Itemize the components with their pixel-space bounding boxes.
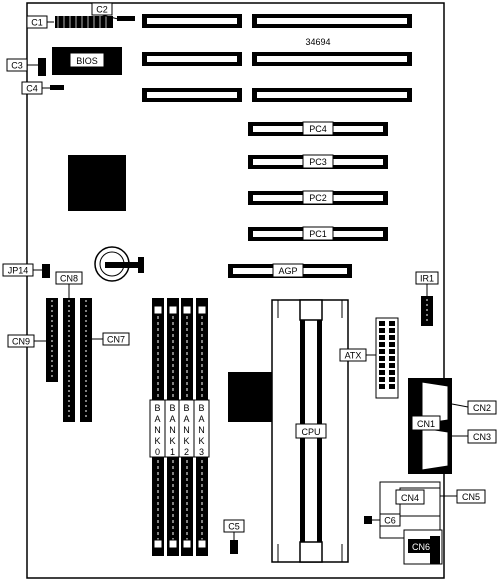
c2-label: C2 bbox=[96, 5, 108, 15]
c4-callout: C4 bbox=[21, 81, 64, 95]
pci-slot-pc3: PC3 bbox=[248, 154, 388, 169]
battery bbox=[94, 246, 144, 282]
svg-text:A: A bbox=[198, 414, 204, 424]
cn2-callout: CN2 bbox=[451, 400, 497, 415]
svg-text:K: K bbox=[183, 436, 189, 446]
pci-slot-pc4: PC4 bbox=[248, 121, 388, 136]
cn4-label: CN4 bbox=[401, 493, 419, 503]
ir1-callout: IR1 bbox=[415, 271, 439, 326]
cn7-header bbox=[80, 298, 92, 422]
svg-text:2: 2 bbox=[184, 447, 189, 457]
atx-label: ATX bbox=[345, 351, 362, 361]
svg-text:A: A bbox=[183, 414, 189, 424]
isa-slots bbox=[142, 14, 412, 102]
svg-text:K: K bbox=[154, 436, 160, 446]
svg-text:1: 1 bbox=[170, 447, 175, 457]
bank2-label: B bbox=[183, 403, 189, 413]
c1-label: C1 bbox=[31, 18, 43, 28]
chipset-south bbox=[228, 372, 278, 422]
c3-callout: C3 bbox=[6, 58, 46, 76]
c4-label: C4 bbox=[26, 84, 38, 94]
svg-text:3: 3 bbox=[199, 447, 204, 457]
bios-label: BIOS bbox=[76, 56, 98, 66]
chipset-north bbox=[68, 155, 126, 211]
board-id-label: 34694 bbox=[305, 37, 330, 47]
cn5-callout: CN5 bbox=[440, 489, 486, 504]
svg-text:0: 0 bbox=[155, 447, 160, 457]
cn9-label: CN9 bbox=[12, 337, 30, 347]
dimm-bank-0: B A N K 0 bbox=[149, 298, 166, 556]
cn6-port: CN6 bbox=[403, 529, 443, 565]
jp14-label: JP14 bbox=[8, 266, 29, 276]
cn2-label: CN2 bbox=[473, 403, 491, 413]
cn9-header bbox=[46, 298, 58, 382]
c1-callout: C1 bbox=[26, 15, 54, 29]
cn1-cn2-cn3-ports: CN1 bbox=[408, 378, 452, 474]
dimm-bank-1: B A N K 1 bbox=[164, 298, 181, 556]
pc3-label: PC3 bbox=[309, 157, 327, 167]
bios-chip: BIOS bbox=[52, 47, 122, 75]
svg-text:K: K bbox=[198, 436, 204, 446]
cpu-slot: CPU bbox=[271, 299, 349, 563]
jp14-callout: JP14 bbox=[2, 263, 50, 278]
cn7-label: CN7 bbox=[107, 335, 125, 345]
bank3-label: B bbox=[198, 403, 204, 413]
c5-callout: C5 bbox=[223, 519, 245, 554]
svg-text:N: N bbox=[198, 425, 205, 435]
pci-slot-pc1: PC1 bbox=[248, 226, 388, 241]
ir1-label: IR1 bbox=[420, 274, 434, 284]
svg-text:A: A bbox=[154, 414, 160, 424]
c3-label: C3 bbox=[11, 61, 23, 71]
dimm-tabs bbox=[153, 305, 207, 549]
svg-text:A: A bbox=[169, 414, 175, 424]
svg-text:N: N bbox=[169, 425, 176, 435]
agp-label: AGP bbox=[278, 266, 297, 276]
cn8-callout: CN8 bbox=[55, 271, 83, 298]
c6-label: C6 bbox=[384, 516, 396, 526]
dimm-bank-3: B A N K 3 bbox=[193, 298, 210, 556]
cpu-label: CPU bbox=[301, 427, 320, 437]
pc1-label: PC1 bbox=[309, 229, 327, 239]
c5-label: C5 bbox=[228, 522, 240, 532]
pc4-label: PC4 bbox=[309, 124, 327, 134]
cn1-label: CN1 bbox=[417, 419, 435, 429]
atx-power-connector bbox=[375, 317, 399, 399]
svg-text:N: N bbox=[154, 425, 161, 435]
cn3-callout: CN3 bbox=[452, 429, 497, 444]
agp-slot: AGP bbox=[228, 263, 352, 278]
cn7-callout: CN7 bbox=[92, 332, 130, 346]
bank1-label: B bbox=[169, 403, 175, 413]
cn9-callout: CN9 bbox=[7, 334, 46, 348]
bank0-label: B bbox=[154, 403, 160, 413]
pc2-label: PC2 bbox=[309, 193, 327, 203]
cn8-header bbox=[63, 298, 75, 422]
header-c1-connector bbox=[55, 16, 113, 28]
c6-callout: C6 bbox=[364, 513, 401, 527]
cn3-label: CN3 bbox=[473, 432, 491, 442]
c2-callout: C2 bbox=[91, 2, 135, 21]
pci-slot-pc2: PC2 bbox=[248, 190, 388, 205]
cn5-label: CN5 bbox=[462, 492, 480, 502]
svg-text:K: K bbox=[169, 436, 175, 446]
dimm-bank-2: B A N K 2 bbox=[178, 298, 195, 556]
svg-text:N: N bbox=[183, 425, 190, 435]
cn8-label: CN8 bbox=[60, 274, 78, 284]
cn6-label: CN6 bbox=[412, 542, 430, 552]
atx-callout: ATX bbox=[339, 348, 376, 362]
